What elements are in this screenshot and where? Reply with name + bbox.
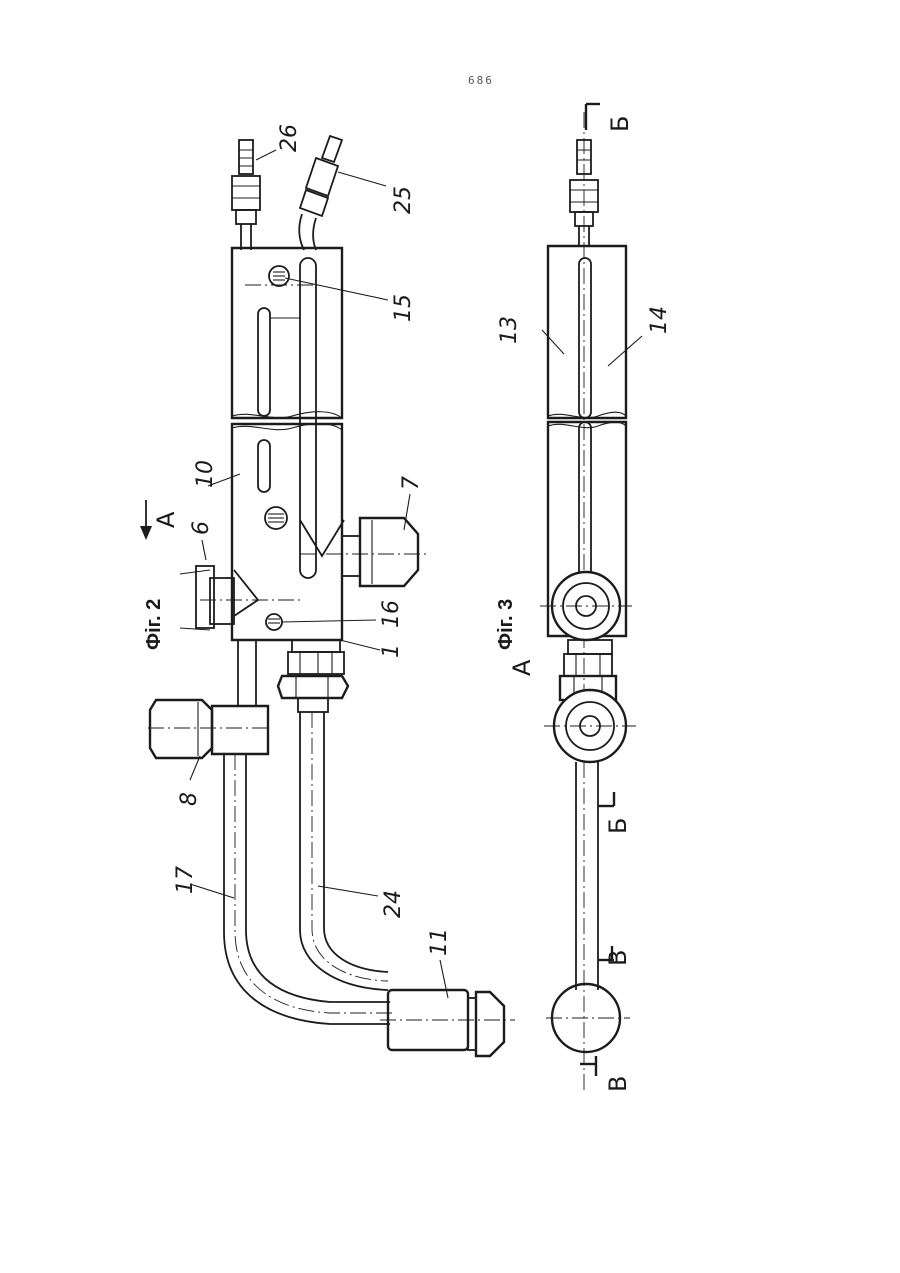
callout-7: 7 [399, 476, 424, 490]
section-mark-b-top [586, 104, 600, 130]
view-arrow-a-label: A [152, 511, 180, 528]
tube-17 [224, 754, 392, 1024]
view-arrow-a [140, 500, 152, 540]
body-top-upper [548, 246, 626, 418]
callout-8: 8 [177, 792, 202, 806]
figure-b-caption: Фіг. 3 [495, 599, 517, 650]
callout-26: 26 [277, 124, 302, 152]
figure-a-caption: Фіг. 2 [143, 599, 165, 650]
callout-13: 13 [497, 316, 522, 344]
page-number: 686 [468, 74, 494, 87]
callout-14: 14 [647, 306, 672, 334]
hose-nipple-25 [299, 136, 342, 250]
callout-25: 25 [391, 186, 416, 214]
leader-lines-a [190, 150, 448, 998]
valve-knob-7 [342, 518, 418, 586]
section-label-b-top: Б [606, 116, 634, 132]
view-label-a: A [508, 659, 536, 676]
callout-16: 16 [379, 600, 404, 628]
callout-6: 6 [189, 521, 214, 535]
section-label-v-bottom: В [604, 1076, 632, 1092]
figure-a-torch-side-view: 26 25 15 10 6 7 16 1 8 17 24 11 A Фіг. 2 [140, 124, 515, 1056]
tube-24 [300, 712, 388, 990]
section-label-v-mid: В [604, 950, 632, 966]
valve-knob-6 [180, 566, 234, 630]
valve-body-8 [148, 640, 270, 758]
valve-wheel-upper [540, 572, 632, 640]
valve-wheel-lower [544, 690, 636, 762]
section-mark-b-mid [598, 792, 614, 806]
union-nut-16 [278, 640, 348, 712]
section-label-b-mid: Б [604, 818, 632, 834]
callout-17: 17 [173, 866, 198, 894]
callout-15: 15 [391, 294, 416, 322]
callout-1: 1 [379, 644, 404, 658]
callout-11: 11 [427, 928, 452, 956]
nozzle-end-top-view [546, 984, 630, 1052]
tube-top-view [576, 762, 598, 990]
section-mark-v-bottom [580, 1056, 596, 1076]
torch-body-upper [232, 248, 342, 578]
hose-nipple-26 [232, 140, 260, 250]
figure-b-torch-top-view: 13 14 Б Б В В A Фіг. 3 [495, 104, 672, 1092]
nozzle-11 [380, 990, 515, 1056]
callout-10: 10 [193, 460, 218, 488]
callout-24: 24 [381, 890, 406, 918]
